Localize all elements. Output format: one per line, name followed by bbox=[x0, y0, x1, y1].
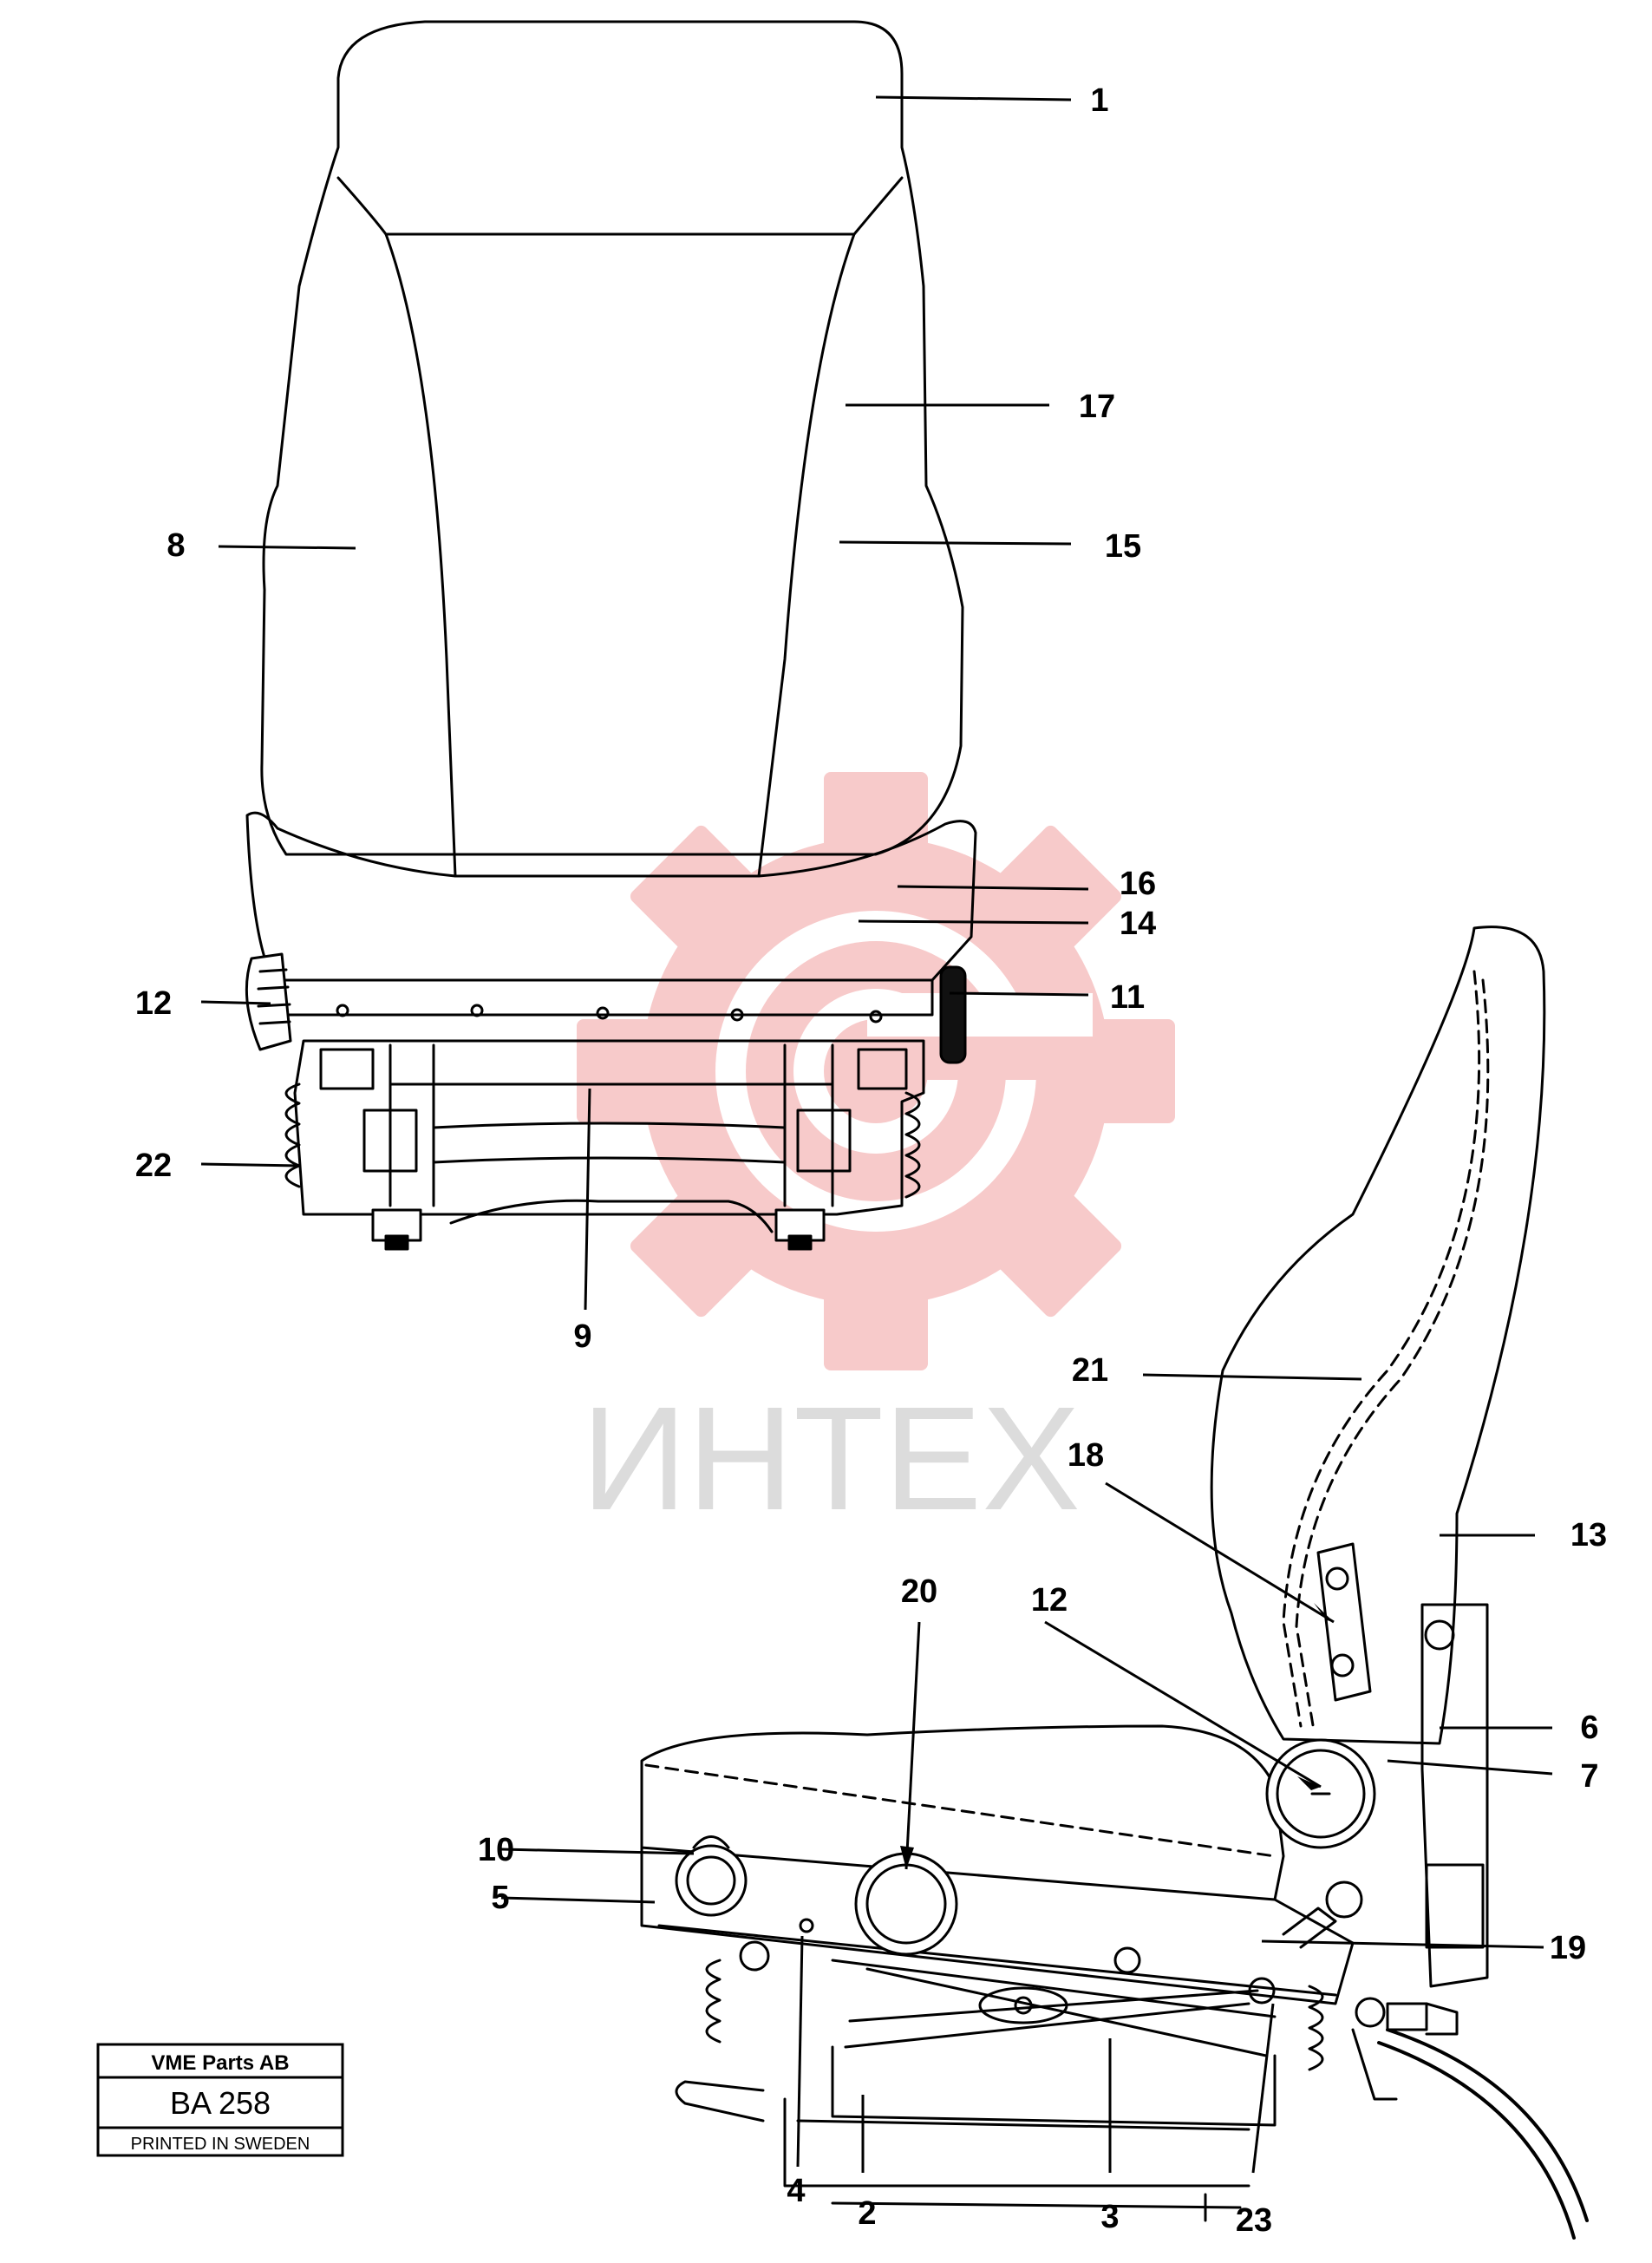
callout-5: 5 bbox=[491, 1880, 509, 1916]
callout-10: 10 bbox=[478, 1832, 514, 1868]
leader-lines bbox=[200, 95, 1553, 2174]
seat-front-view bbox=[245, 20, 977, 1251]
front-view-callouts: 1 17 8 15 16 14 12 11 22 9 bbox=[135, 82, 1156, 1355]
callout-16: 16 bbox=[1120, 866, 1156, 902]
callout-7: 7 bbox=[1580, 1758, 1598, 1795]
callout-18: 18 bbox=[1068, 1437, 1104, 1474]
callout-19: 19 bbox=[1550, 1930, 1586, 1966]
callout-20: 20 bbox=[901, 1573, 937, 1610]
callout-13: 13 bbox=[1570, 1517, 1607, 1553]
watermark-text: ИНТЕХ bbox=[581, 1377, 1081, 1541]
callout-15: 15 bbox=[1105, 528, 1141, 565]
callout-12-side: 12 bbox=[1031, 1582, 1068, 1619]
side-view-callouts: 21 18 13 20 12 6 7 10 5 19 4 2 3 23 bbox=[478, 1352, 1607, 2239]
callout-2: 2 bbox=[858, 2195, 876, 2232]
callout-3: 3 bbox=[1100, 2199, 1119, 2235]
leader-arrows bbox=[900, 1603, 1334, 1869]
callout-17: 17 bbox=[1079, 389, 1115, 425]
callout-14: 14 bbox=[1120, 906, 1156, 942]
seat-side-view bbox=[640, 925, 1589, 2240]
callout-22: 22 bbox=[135, 1148, 172, 1184]
company-name: VME Parts AB bbox=[151, 2051, 289, 2075]
callout-23: 23 bbox=[1236, 2202, 1272, 2239]
callout-6: 6 bbox=[1580, 1710, 1598, 1746]
callout-12-front: 12 bbox=[135, 985, 172, 1022]
drawing-number: BA 258 bbox=[170, 2085, 271, 2121]
callout-4: 4 bbox=[787, 2173, 805, 2209]
watermark-gear-logo bbox=[577, 772, 1175, 1370]
title-block: VME Parts AB BA 258 PRINTED IN SWEDEN bbox=[96, 2043, 344, 2157]
callout-9: 9 bbox=[573, 1318, 591, 1355]
callout-8: 8 bbox=[167, 527, 185, 564]
callout-11: 11 bbox=[1110, 979, 1145, 1016]
callout-1: 1 bbox=[1090, 82, 1108, 119]
callout-21: 21 bbox=[1072, 1352, 1108, 1389]
imprint-text: PRINTED IN SWEDEN bbox=[131, 2135, 310, 2154]
